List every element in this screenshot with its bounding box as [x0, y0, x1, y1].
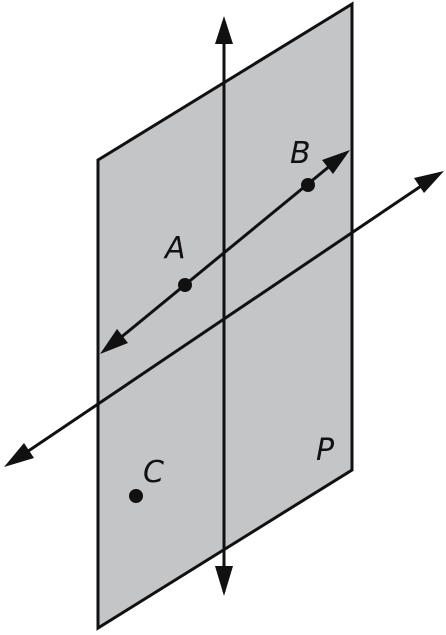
crossing-line [11, 174, 437, 464]
line-ab-upper-arrow [322, 150, 350, 174]
point-a-dot [178, 278, 192, 292]
line-ab-lower-arrow [100, 329, 128, 354]
point-b-label: B [290, 136, 311, 171]
crossing-line-upper-arrow [414, 171, 444, 193]
vertical-line-bottom-arrow [215, 566, 233, 596]
point-c-label: C [143, 455, 164, 490]
vertical-line-top-arrow [215, 16, 233, 44]
point-b-dot [301, 178, 315, 192]
crossing-line-lower-arrow [4, 443, 34, 467]
point-c-dot [129, 489, 143, 503]
plane-p-label: P [316, 433, 335, 468]
point-a-label: A [163, 231, 186, 266]
